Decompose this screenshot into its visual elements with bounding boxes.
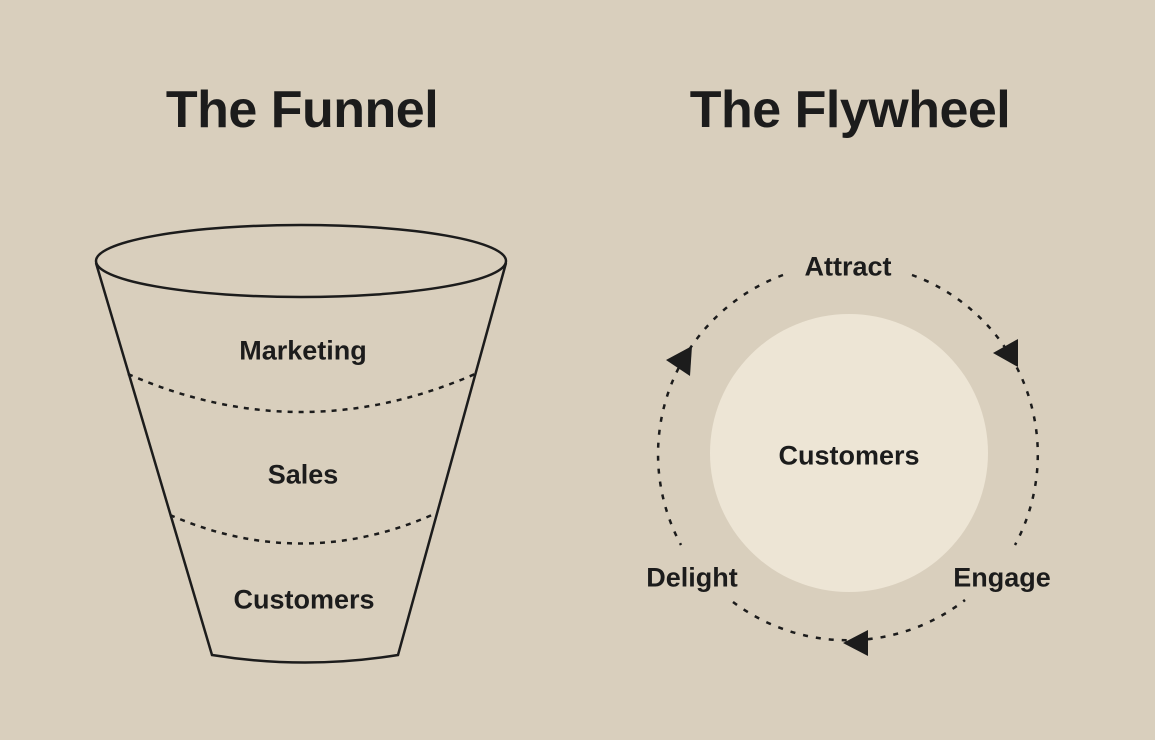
flywheel-stage-engage: Engage	[953, 562, 1051, 593]
funnel-divider-1	[127, 372, 476, 414]
funnel-stage-marketing: Marketing	[239, 335, 367, 366]
flywheel-stage-attract: Attract	[804, 251, 892, 282]
funnel-stage-sales: Sales	[267, 459, 339, 490]
funnel-title: The Funnel	[165, 81, 439, 139]
flywheel-hub	[710, 314, 988, 592]
arrow-icon	[666, 346, 692, 376]
funnel-divider-2	[169, 513, 433, 545]
arrow-icon	[993, 339, 1018, 367]
funnel-body	[94, 262, 508, 664]
flywheel-stage-delight: Delight	[646, 562, 738, 593]
flywheel-center-label: Customers	[778, 440, 920, 471]
funnel-rim	[94, 223, 508, 299]
funnel-shape	[94, 223, 508, 664]
flywheel-title: The Flywheel	[689, 81, 1011, 139]
funnel-stage-customers: Customers	[233, 584, 375, 615]
arrow-icon	[843, 630, 868, 656]
